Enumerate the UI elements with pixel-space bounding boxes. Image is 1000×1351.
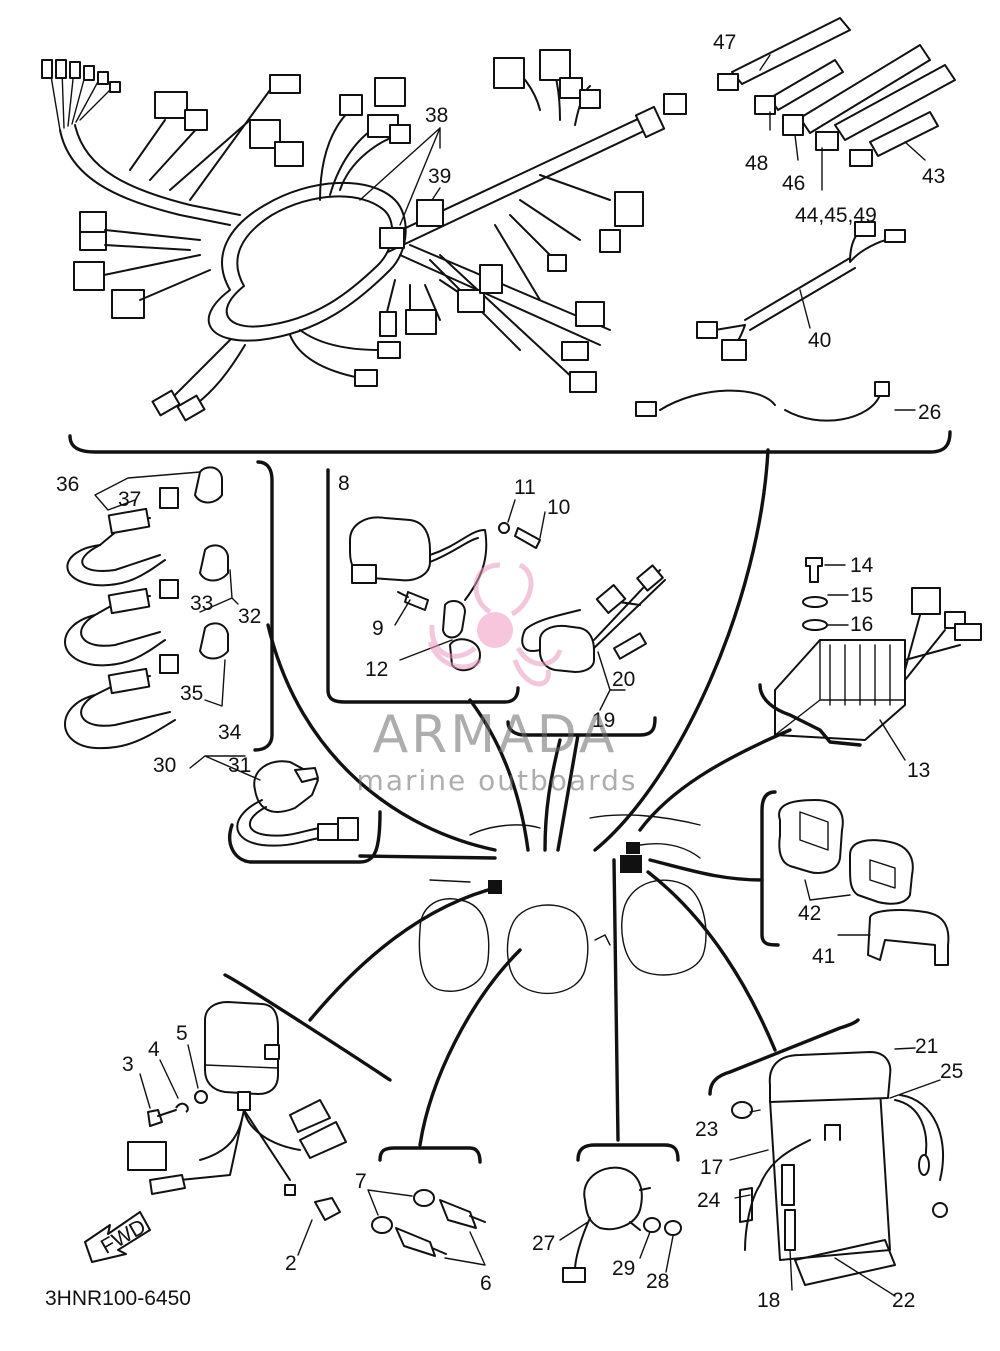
callout-label: 41 (812, 945, 835, 968)
relay-bracket (576, 1143, 680, 1162)
harness-connectors (488, 842, 642, 894)
callout-label: 48 (745, 152, 768, 175)
callout-label: 34 (218, 721, 242, 744)
callout-label: 46 (782, 172, 805, 195)
callout-label: 15 (850, 584, 873, 607)
callout-label: 37 (118, 488, 141, 511)
sensor-bracket (253, 460, 274, 752)
callout-label: 21 (915, 1035, 938, 1058)
callout-label: 7 (355, 1170, 367, 1193)
callout-label: 19 (592, 709, 615, 732)
fwd-arrow: FWD (84, 1211, 151, 1263)
armada-logo (427, 562, 563, 687)
coil-bracket (326, 468, 520, 704)
battery (729, 1047, 948, 1297)
armada-watermark: ARMADA marine outboards (357, 562, 638, 797)
rectifier-bracket (758, 683, 862, 747)
callout-label: 25 (940, 1060, 963, 1083)
callout-label: 5 (176, 1022, 188, 1045)
callout-label: 11 (514, 476, 536, 499)
boot-bracket (760, 790, 780, 947)
starter-switch (189, 755, 359, 847)
callout-label: 8 (338, 472, 350, 495)
ground-wire-26 (635, 381, 916, 422)
callout-label: 30 (153, 754, 176, 777)
rectifier-regulator (774, 557, 982, 761)
switch-bracket (228, 810, 382, 864)
leader-lines (266, 448, 792, 1147)
callout-label: 17 (700, 1156, 723, 1179)
plug-bracket (378, 1146, 482, 1164)
temperature-sensors (64, 466, 239, 750)
callout-label: 47 (713, 31, 736, 54)
callout-label: 32 (238, 605, 261, 628)
callout-label: 35 (180, 682, 203, 705)
callout-label: 36 (56, 473, 79, 496)
callout-label: 16 (850, 613, 873, 636)
harness-bracket (68, 430, 952, 454)
callout-label: 29 (612, 1257, 635, 1280)
callout-label: 23 (695, 1118, 718, 1141)
callout-label: 38 (425, 104, 448, 127)
part-code: 3HNR100-6450 (45, 1287, 191, 1310)
callout-label: 44,45,49 (795, 204, 877, 227)
watermark-tagline: marine outboards (357, 764, 638, 797)
battery-bracket (708, 1018, 860, 1096)
callout-label: 2 (285, 1252, 297, 1275)
callout-label: 31 (228, 754, 251, 777)
callout-label: 40 (808, 329, 831, 352)
callout-label: 12 (365, 658, 388, 681)
callout-label: 6 (480, 1272, 492, 1295)
starter-relay (559, 1166, 682, 1283)
callout-label: 43 (922, 165, 945, 188)
callout-label: 14 (850, 554, 874, 577)
callout-label: 20 (612, 668, 635, 691)
callout-label: 18 (757, 1289, 780, 1312)
coil-bracket-2 (506, 716, 657, 737)
callout-labels: 47 48 46 44,45,49 43 38 39 40 26 36 37 3… (56, 31, 963, 1312)
watermark-brand: ARMADA (373, 705, 618, 765)
spark-plugs (367, 1189, 486, 1266)
callout-label: 42 (798, 902, 821, 925)
lead-wire-40 (696, 221, 906, 361)
callout-label: 26 (918, 401, 941, 424)
cdi-bracket (223, 973, 392, 1082)
wire-harness (41, 49, 687, 422)
callout-label: 24 (697, 1189, 721, 1212)
callout-label: 27 (532, 1232, 555, 1255)
callout-label: 10 (547, 496, 570, 519)
callout-label: 13 (907, 759, 930, 782)
engine-outline (418, 814, 707, 995)
cable-ties (717, 17, 956, 191)
callout-label: 4 (148, 1038, 160, 1061)
callout-label: 22 (892, 1289, 915, 1312)
callout-label: 33 (190, 592, 213, 615)
callout-label: 9 (372, 617, 384, 640)
cdi-unit (127, 1001, 347, 1256)
callout-label: 28 (646, 1270, 669, 1293)
callout-label: 3 (122, 1053, 134, 1076)
terminal-boots (778, 799, 950, 966)
callout-label: 39 (428, 165, 451, 188)
